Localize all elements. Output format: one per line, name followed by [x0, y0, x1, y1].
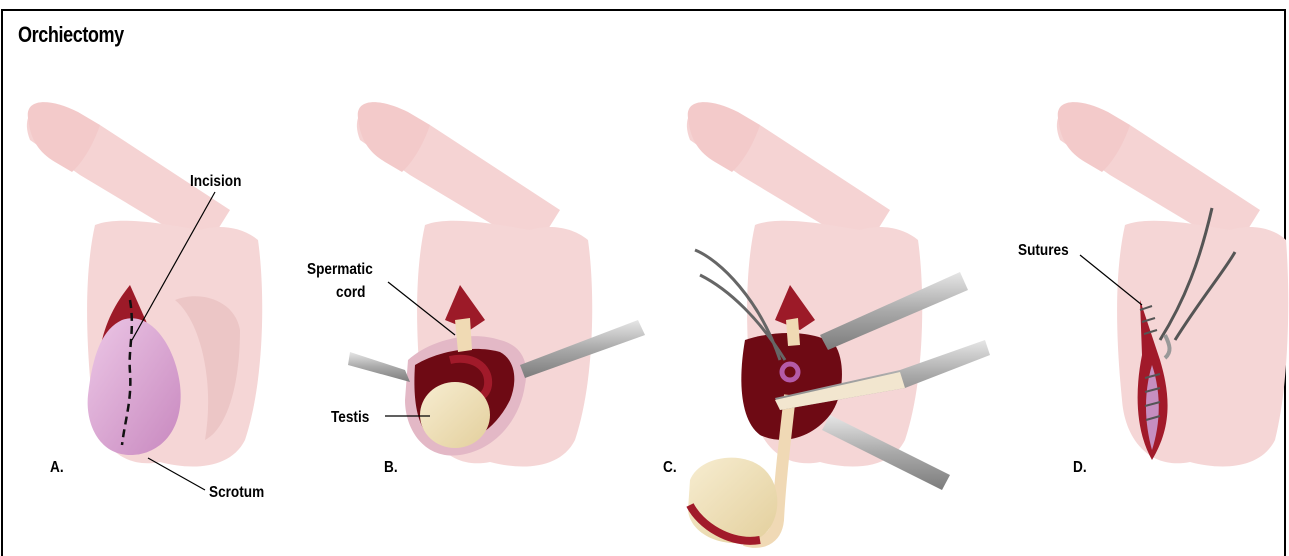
scrotum-label: Scrotum [209, 483, 264, 502]
spermatic-cord [455, 318, 472, 352]
testis-label: Testis [331, 408, 369, 427]
panel-letter-d: D. [1073, 458, 1087, 477]
cord-stub [786, 318, 800, 346]
spermatic-cord-label-line2: cord [336, 283, 365, 302]
panel-letter-c: C. [663, 458, 677, 477]
panel-letter-a: A. [50, 458, 64, 477]
panel-letter-b: B. [384, 458, 398, 477]
testis [420, 382, 490, 448]
spermatic-cord-label-line1: Spermatic [307, 260, 373, 279]
removed-testis [688, 458, 777, 543]
panel-b [348, 102, 645, 466]
panel-a [27, 102, 262, 490]
panel-d [1057, 102, 1288, 466]
incision-label: Incision [190, 172, 241, 191]
sutures-label: Sutures [1018, 241, 1069, 260]
retractor-left [348, 352, 410, 382]
panel-c [687, 102, 990, 543]
